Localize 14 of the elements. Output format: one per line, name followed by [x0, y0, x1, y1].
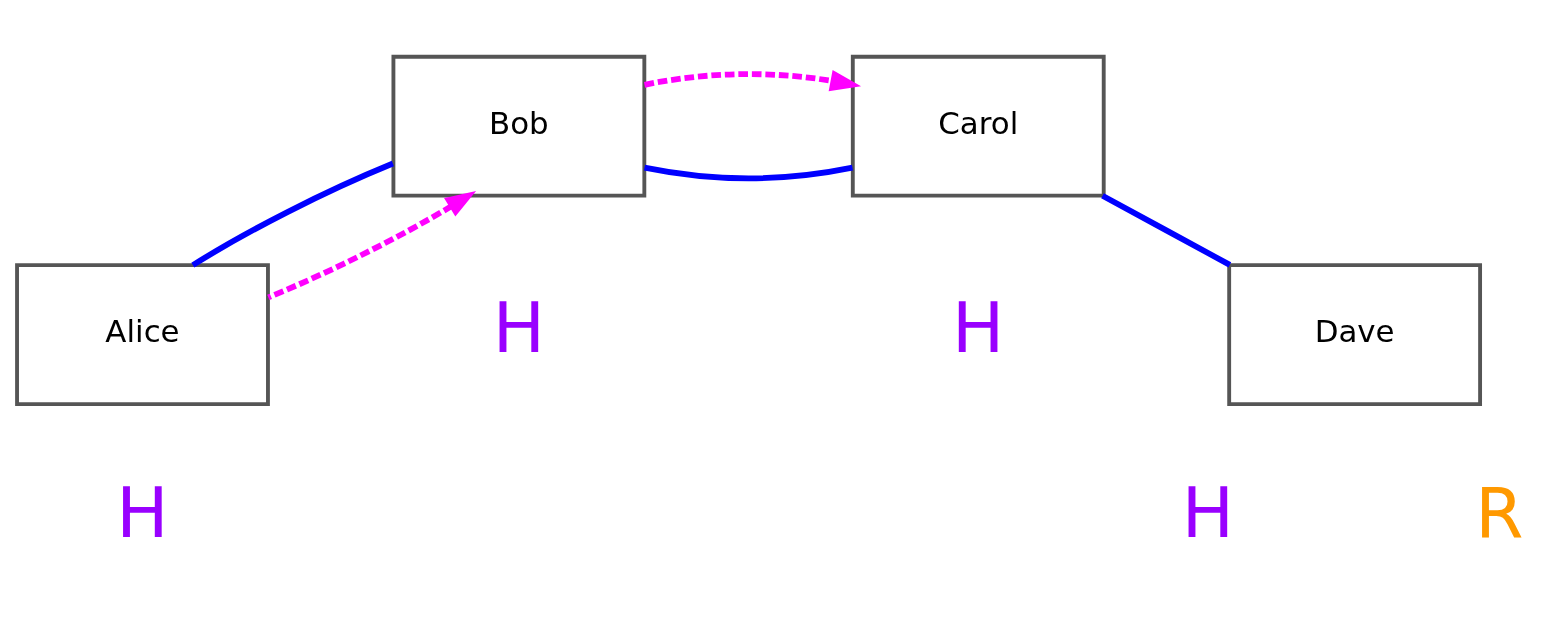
- node-label: H: [116, 472, 169, 553]
- node-label: H: [952, 287, 1005, 368]
- node-box: Carol: [850, 54, 1106, 198]
- connector: [643, 164, 853, 182]
- connector: [191, 160, 394, 268]
- connector: [1101, 193, 1232, 268]
- node-box: Bob: [391, 54, 647, 198]
- node-box: Alice: [15, 263, 270, 407]
- node-label: H: [492, 287, 545, 368]
- node-label: R: [1475, 472, 1524, 553]
- arrow: [267, 191, 477, 301]
- arrow: [643, 70, 862, 92]
- node-label: H: [1181, 472, 1235, 553]
- node-box: Dave: [1227, 263, 1482, 407]
